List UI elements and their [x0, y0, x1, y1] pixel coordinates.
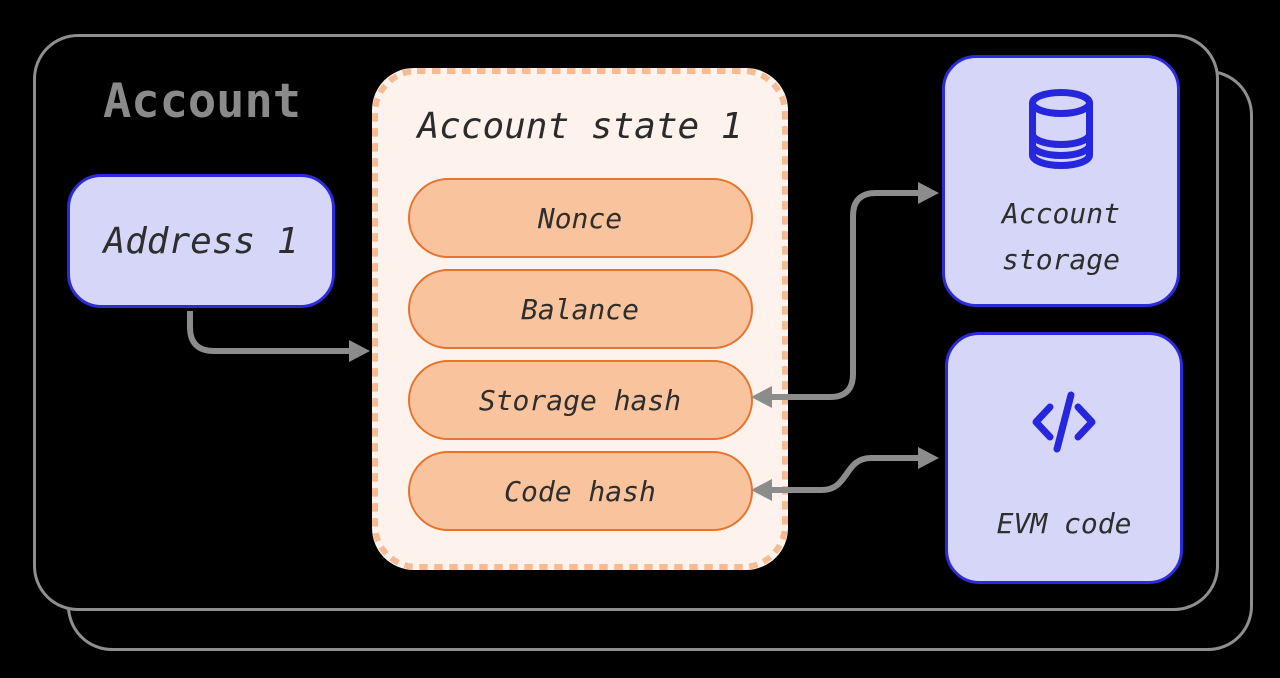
state-field-list: Nonce Balance Storage hash Code hash	[407, 178, 753, 542]
code-hash-pill: Code hash	[407, 451, 753, 531]
account-state-box: Account state 1 Nonce Balance Storage ha…	[372, 68, 788, 570]
database-icon	[1028, 89, 1094, 169]
address-label: Address 1	[103, 220, 299, 262]
balance-label: Balance	[520, 292, 639, 326]
code-hash-label: Code hash	[504, 474, 656, 508]
code-icon	[1029, 391, 1099, 453]
nonce-label: Nonce	[537, 201, 623, 235]
account-card-title: Account	[103, 74, 302, 129]
storage-hash-pill: Storage hash	[407, 360, 753, 440]
account-storage-label: Account storage	[1002, 191, 1120, 283]
nonce-pill: Nonce	[407, 178, 753, 258]
evm-code-label: EVM code	[996, 507, 1132, 540]
account-storage-box: Account storage	[942, 55, 1180, 307]
account-state-title: Account state 1	[417, 106, 743, 147]
evm-code-box: EVM code	[945, 332, 1183, 584]
address-box: Address 1	[67, 174, 335, 308]
account-storage-label-line2: storage	[1001, 243, 1120, 276]
account-storage-label-line1: Account	[1001, 197, 1120, 230]
balance-pill: Balance	[407, 269, 753, 349]
storage-hash-label: Storage hash	[478, 383, 682, 417]
